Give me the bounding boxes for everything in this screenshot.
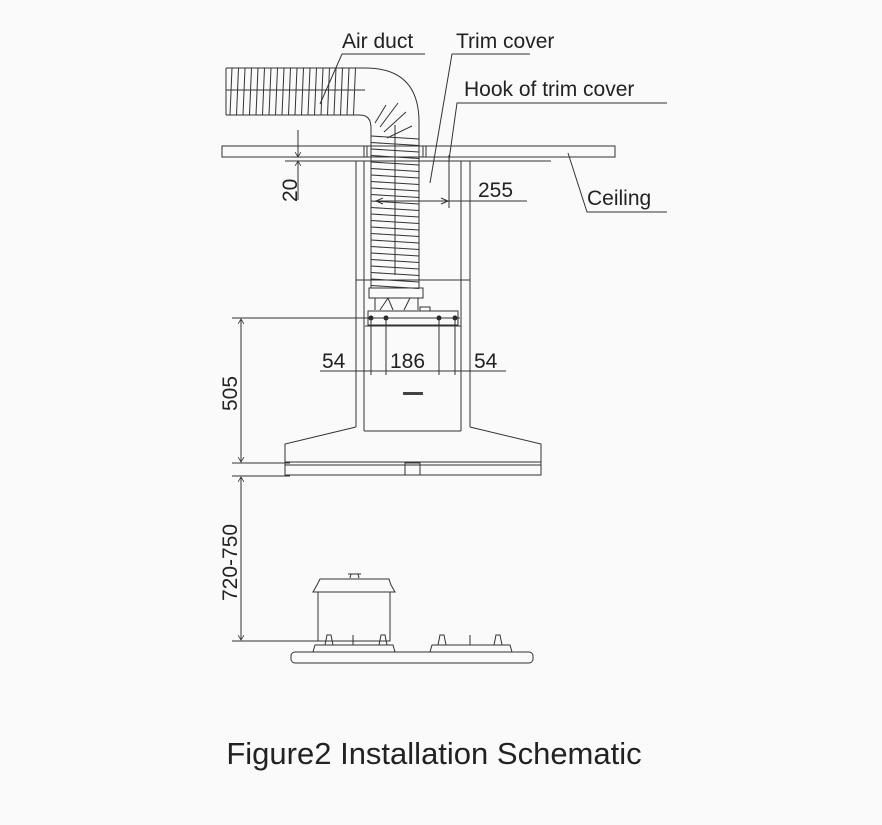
dimension-255-label: 255 bbox=[478, 179, 513, 202]
dimension-186-label: 186 bbox=[390, 350, 425, 373]
duct-rib bbox=[301, 67, 304, 116]
dimension-ceiling-gap: 20 bbox=[279, 130, 302, 202]
trim-cover bbox=[355, 161, 471, 432]
duct-rib bbox=[229, 67, 233, 116]
dimension-hood-to-stove: 720-750 bbox=[219, 475, 320, 642]
duct-rib bbox=[288, 67, 291, 116]
dimension-54-left-label: 54 bbox=[322, 350, 346, 373]
label-air-duct: Air duct bbox=[342, 30, 413, 53]
dimension-20-label: 20 bbox=[279, 179, 302, 202]
duct-rib bbox=[268, 67, 272, 116]
callout-trim-cover: Trim cover bbox=[429, 30, 554, 184]
duct-rib bbox=[314, 67, 317, 116]
dimension-hood-height: 505 bbox=[219, 317, 460, 464]
dimension-54-right-label: 54 bbox=[474, 350, 498, 373]
duct-rib bbox=[294, 67, 298, 116]
duct-rib bbox=[242, 67, 246, 116]
duct-rib bbox=[236, 67, 239, 116]
label-hook-of-trim-cover: Hook of trim cover bbox=[464, 78, 634, 101]
figure-caption: Figure2 Installation Schematic bbox=[226, 736, 641, 771]
dimension-505-label: 505 bbox=[219, 376, 242, 411]
duct-rib bbox=[327, 67, 330, 116]
duct-rib bbox=[275, 67, 278, 116]
callout-air-duct: Air duct bbox=[319, 30, 425, 105]
brand-logo bbox=[403, 392, 423, 395]
duct-rib bbox=[249, 67, 252, 116]
duct-rib bbox=[307, 67, 311, 116]
cooktop bbox=[290, 634, 534, 664]
label-ceiling: Ceiling bbox=[587, 187, 651, 210]
duct-rib bbox=[333, 67, 337, 116]
cooking-pot bbox=[312, 573, 396, 642]
air-duct bbox=[225, 67, 424, 311]
duct-rib bbox=[262, 67, 265, 116]
duct-rib bbox=[340, 67, 343, 116]
dimension-720-750-label: 720-750 bbox=[219, 524, 242, 601]
dimension-bracket-spacing: 54 186 54 bbox=[320, 318, 506, 375]
duct-rib bbox=[255, 67, 259, 116]
callout-ceiling: Ceiling bbox=[567, 152, 667, 213]
callout-hook-of-trim-cover: Hook of trim cover bbox=[448, 78, 667, 161]
duct-rib bbox=[346, 67, 350, 116]
dimension-hook-distance: 255 bbox=[374, 155, 527, 208]
label-trim-cover: Trim cover bbox=[456, 30, 554, 53]
hood-body bbox=[284, 426, 542, 476]
duct-rib bbox=[353, 67, 356, 116]
duct-rib bbox=[281, 67, 285, 116]
duct-rib bbox=[320, 67, 324, 116]
